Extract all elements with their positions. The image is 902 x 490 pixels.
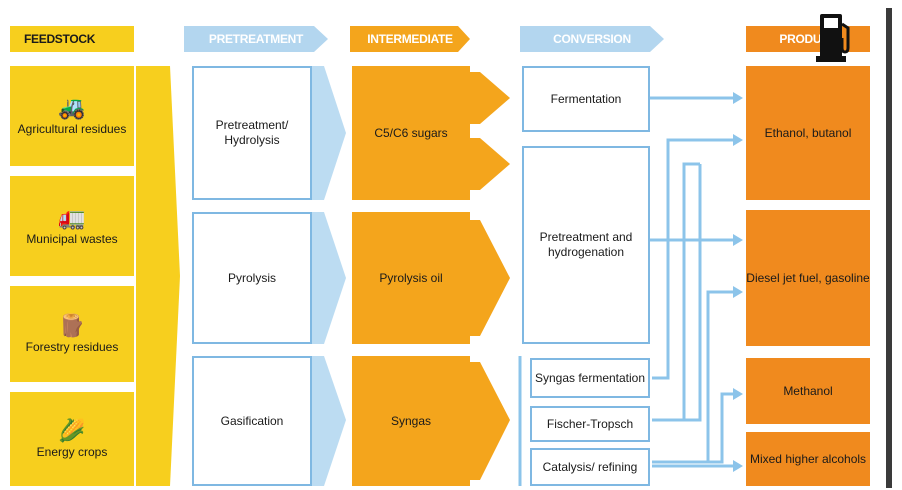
intermediate-arrow-fermentation: [470, 72, 510, 124]
pretreatment-label: Pretreatment/ Hydrolysis: [215, 118, 289, 147]
intermediate-sugars: C5/C6 sugars: [352, 66, 470, 200]
feedstock-label: Energy crops: [36, 444, 108, 459]
intermediate-label: Pyrolysis oil: [379, 270, 443, 285]
pretreatment-label: Gasification: [220, 413, 284, 428]
conversion-catalysis: Catalysis/ refining: [530, 448, 650, 486]
intermediate-arrow-syngas: [470, 362, 510, 480]
pretreatment-pyrolysis: Pyrolysis: [192, 212, 312, 344]
conversion-label: Catalysis/ refining: [542, 459, 638, 474]
feedstock-agricultural: 🚜 Agricultural residues: [10, 66, 134, 166]
tractor-icon: 🚜: [58, 94, 86, 120]
header-intermediate: INTERMEDIATE: [350, 26, 470, 52]
conversion-syngas-fermentation: Syngas fermentation: [530, 358, 650, 398]
pretreatment-hydrolysis: Pretreatment/ Hydrolysis: [192, 66, 312, 200]
product-diesel: Diesel jet fuel, gasoline: [746, 210, 870, 346]
conversion-label: Syngas fermentation: [534, 370, 646, 385]
conversion-label: Fischer-Tropsch: [546, 416, 634, 431]
header-feedstock: FEEDSTOCK: [10, 26, 134, 52]
product-label: Methanol: [783, 383, 833, 398]
intermediate-syngas: Syngas: [352, 356, 470, 486]
pretreatment-label: Pyrolysis: [227, 270, 276, 285]
corn-icon: 🌽: [58, 417, 86, 443]
feedstock-label: Agricultural residues: [17, 121, 127, 136]
intermediate-label: C5/C6 sugars: [374, 125, 448, 140]
product-ethanol: Ethanol, butanol: [746, 66, 870, 200]
tree-stump-icon: 🪵: [58, 312, 86, 338]
product-label: Mixed higher alcohols: [749, 451, 867, 466]
pretreatment-chevron-1: [312, 66, 346, 200]
product-mixed-alcohols: Mixed higher alcohols: [746, 432, 870, 486]
fuel-pump-icon: [816, 14, 850, 62]
product-label: Diesel jet fuel, gasoline: [746, 270, 870, 285]
conversion-label: Pretreatment and hydrogenation: [539, 230, 633, 259]
conversion-hydrogenation: Pretreatment and hydrogenation: [522, 146, 650, 344]
intermediate-pyrolysis-oil: Pyrolysis oil: [352, 212, 470, 344]
garbage-truck-icon: 🚛: [58, 204, 86, 230]
pretreatment-chevron-3: [312, 356, 346, 486]
intermediate-arrow-hydrogenation-1: [470, 138, 510, 190]
intermediate-arrow-pyrolysis: [470, 220, 510, 336]
feedstock-energy-crops: 🌽 Energy crops: [10, 392, 134, 486]
intermediate-label: Syngas: [390, 413, 432, 428]
conversion-label: Fermentation: [550, 91, 622, 106]
feedstock-label: Municipal wastes: [26, 231, 118, 246]
feedstock-forestry: 🪵 Forestry residues: [10, 286, 134, 382]
feedstock-municipal: 🚛 Municipal wastes: [10, 176, 134, 276]
product-label: Ethanol, butanol: [764, 125, 852, 140]
feedstock-chevron: [136, 66, 180, 486]
pretreatment-gasification: Gasification: [192, 356, 312, 486]
header-conversion: CONVERSION: [520, 26, 664, 52]
pretreatment-chevron-2: [312, 212, 346, 344]
conversion-fermentation: Fermentation: [522, 66, 650, 132]
product-methanol: Methanol: [746, 358, 870, 424]
header-pretreatment: PRETREATMENT: [184, 26, 328, 52]
feedstock-label: Forestry residues: [25, 339, 119, 354]
right-edge-bar: [886, 8, 892, 488]
conversion-fischer-tropsch: Fischer-Tropsch: [530, 406, 650, 442]
